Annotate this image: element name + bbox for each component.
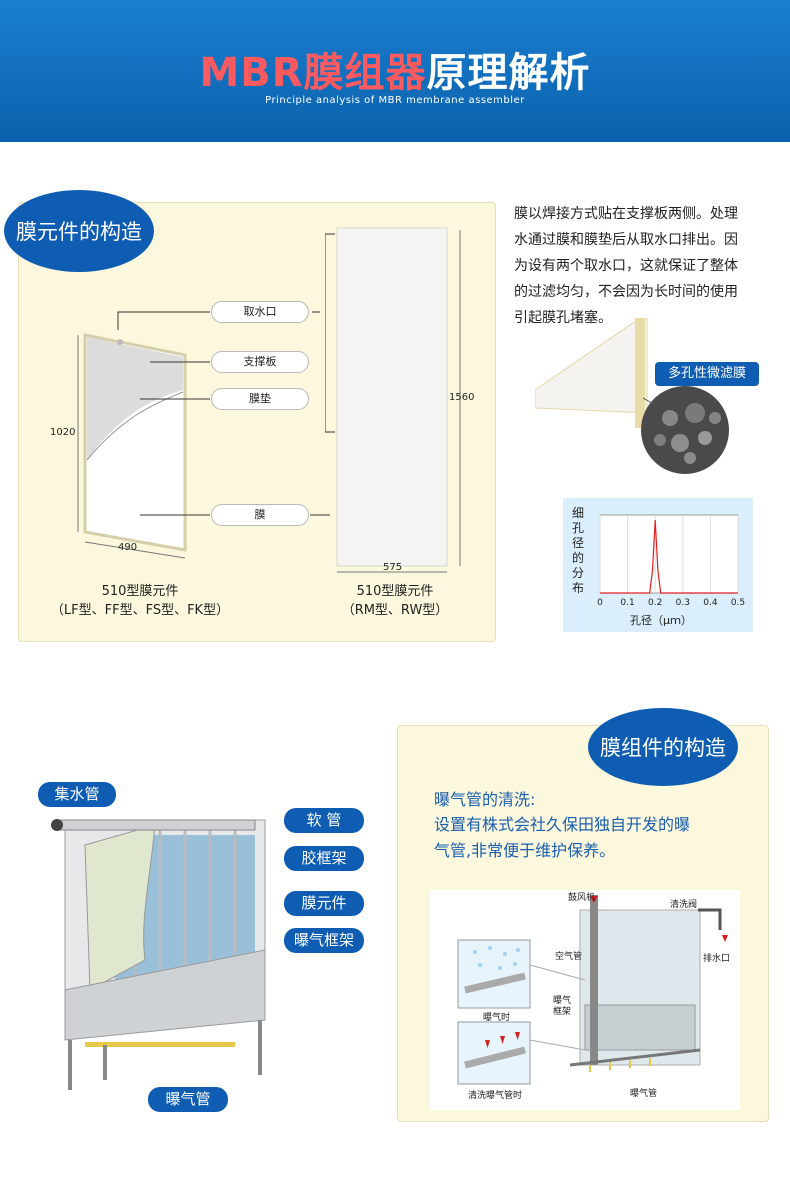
chart-x-tick: 0.1 bbox=[620, 598, 634, 608]
section1-badge: 膜元件的构造 bbox=[4, 190, 154, 272]
diagram-air-pipe: 空气管 bbox=[555, 952, 583, 962]
label-support-plate: 支撑板 bbox=[211, 351, 309, 373]
label-hose: 软 管 bbox=[284, 808, 364, 833]
chart-x-tick: 0.5 bbox=[731, 598, 745, 608]
label-intake: 取水口 bbox=[211, 301, 309, 323]
inset-top-label: 曝气时 bbox=[483, 1013, 511, 1023]
header-banner: MBR膜组器原理解析 Principle analysis of MBR mem… bbox=[0, 0, 790, 142]
desc-line: 水通过膜和膜垫后从取水口排出。因 bbox=[514, 232, 738, 248]
caption-left-line1: 510型膜元件 bbox=[101, 584, 179, 599]
page-subtitle: Principle analysis of MBR membrane assem… bbox=[265, 95, 525, 106]
chart-x-tick: 0.2 bbox=[648, 598, 662, 608]
caption-left: 510型膜元件 （LF型、FF型、FS型、FK型） bbox=[40, 582, 240, 620]
diagram-blower: 鼓风机 bbox=[568, 893, 596, 903]
section2-badge: 膜组件的构造 bbox=[588, 708, 738, 786]
diagram-aeration-pipe: 曝气管 bbox=[630, 1089, 658, 1099]
chart-ylabel: 细孔径的分布 bbox=[572, 506, 585, 595]
cleaning-heading: 曝气管的清洗: bbox=[434, 790, 536, 809]
label-rubber-frame: 胶框架 bbox=[284, 846, 364, 871]
desc-line: 的过滤均匀，不会因为长时间的使用 bbox=[514, 284, 738, 300]
label-aeration-pipe: 曝气管 bbox=[148, 1087, 228, 1112]
chart-series-line bbox=[600, 519, 738, 594]
title-part1: MBR膜组器 bbox=[199, 50, 427, 96]
label-membrane-element: 膜元件 bbox=[284, 891, 364, 916]
cleaning-text-line: 设置有株式会社久保田独自开发的曝 bbox=[434, 815, 691, 834]
dim-width-left: 490 bbox=[118, 542, 138, 553]
left-pad bbox=[87, 337, 183, 460]
desc-line: 引起膜孔堵塞。 bbox=[514, 310, 612, 326]
diagram-drain: 排水口 bbox=[703, 954, 731, 964]
desc-line: 膜以焊接方式贴在支撑板两侧。处理 bbox=[514, 206, 738, 222]
page-title: MBR膜组器原理解析 bbox=[0, 40, 790, 98]
membrane-description: 膜以焊接方式贴在支撑板两侧。处理 水通过膜和膜垫后从取水口排出。因 为设有两个取… bbox=[514, 201, 776, 331]
label-aeration-frame: 曝气框架 bbox=[284, 928, 364, 953]
dim-height-right: 1560 bbox=[449, 392, 475, 403]
porous-membrane-label: 多孔性微滤膜 bbox=[655, 362, 759, 386]
desc-line: 为设有两个取水口，这就保证了整体 bbox=[514, 258, 738, 274]
label-membrane: 膜 bbox=[211, 504, 309, 526]
cleaning-text-line: 气管,非常便于维护保养。 bbox=[434, 841, 616, 860]
diagram-aeration-frame: 曝气框架 bbox=[553, 996, 572, 1017]
membrane-module-diagram bbox=[51, 819, 266, 1090]
caption-left-line2: （LF型、FF型、FS型、FK型） bbox=[50, 603, 230, 618]
dim-height-left: 1020 bbox=[50, 427, 76, 438]
cleaning-text: 设置有株式会社久保田独自开发的曝 气管,非常便于维护保养。 bbox=[434, 812, 690, 864]
dim-width-right: 575 bbox=[383, 562, 403, 573]
pore-size-chart: 0 0.1 0.2 0.3 0.4 0.5 bbox=[597, 514, 745, 608]
caption-right-line1: 510型膜元件 bbox=[356, 584, 434, 599]
label-collector-pipe: 集水管 bbox=[38, 782, 116, 807]
chart-x-tick: 0.3 bbox=[676, 598, 690, 608]
chart-plot-area bbox=[599, 514, 739, 594]
chart-x-tick: 0.4 bbox=[703, 598, 718, 608]
chart-xlabel: 孔径（μｍ） bbox=[630, 614, 692, 627]
callout-lines bbox=[117, 311, 330, 516]
module-membrane-sheet bbox=[84, 824, 156, 991]
inset-bottom-label: 清洗曝气管时 bbox=[468, 1091, 523, 1101]
chart-x-tick: 0 bbox=[597, 598, 603, 608]
porous-membrane-illustration bbox=[535, 318, 729, 474]
title-part2: 原理解析 bbox=[426, 50, 591, 96]
right-plate bbox=[336, 227, 448, 567]
aeration-diagram bbox=[457, 895, 728, 1085]
caption-right-line2: （RM型、RW型） bbox=[341, 603, 449, 618]
membrane-element-right-diagram bbox=[325, 227, 461, 573]
membrane-element-left-diagram bbox=[77, 333, 187, 559]
caption-right: 510型膜元件 （RM型、RW型） bbox=[305, 582, 485, 620]
label-membrane-pad: 膜垫 bbox=[211, 388, 309, 410]
diagram-wash-valve: 清洗阀 bbox=[670, 900, 698, 910]
